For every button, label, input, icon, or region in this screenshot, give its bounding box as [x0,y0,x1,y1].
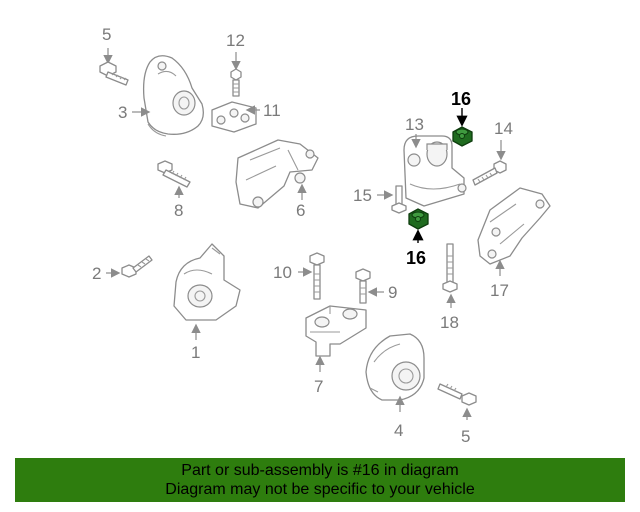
callout-14: 14 [494,119,513,138]
part-7-mount-block [305,305,367,357]
diagram-notice-banner: Part or sub-assembly is #16 in diagram D… [15,458,625,502]
part-1-engine-mount [173,243,241,321]
part-11-bracket [211,101,257,133]
callout-9: 9 [388,283,397,302]
part-4-round-mount [365,333,425,401]
part-5-bolt-top [99,48,129,86]
part-13-mount [403,135,467,207]
part-8-bolt [157,160,191,188]
callout-18: 18 [440,313,459,332]
callout-10: 10 [273,263,292,282]
part-14-bolt [472,160,507,186]
callout-13: 13 [405,115,424,134]
part-17-bracket [477,187,551,265]
callout-16-lower: 16 [406,248,426,268]
callout-3: 3 [118,103,127,122]
callout-7: 7 [314,377,323,396]
part-15-stud [391,185,407,214]
callout-15: 15 [353,186,372,205]
part-12-small-bolt [230,52,242,97]
callout-4: 4 [394,421,403,440]
exploded-parts-diagram: 5 3 12 11 8 6 [92,25,551,446]
callout-5-top: 5 [102,25,111,44]
notice-line-1: Part or sub-assembly is #16 in diagram [181,462,459,479]
callout-1: 1 [191,343,200,362]
callout-8: 8 [174,201,183,220]
part-10-long-bolt [309,252,325,300]
part-6-bracket [235,139,319,209]
callout-17: 17 [490,281,509,300]
callout-5-bottom: 5 [461,427,470,446]
part-5-bolt-bottom [437,383,477,406]
callout-12: 12 [226,31,245,50]
part-3-upper-mount [142,55,204,137]
part-18-long-bolt [442,243,458,293]
callout-2: 2 [92,264,101,283]
part-16-nut-upper [452,126,473,147]
part-9-bolt [355,268,371,304]
notice-line-2: Diagram may not be specific to your vehi… [165,481,475,498]
callout-6: 6 [296,201,305,220]
callout-16-upper: 16 [451,89,471,109]
callout-11: 11 [263,101,281,120]
part-16-nut-lower [408,208,429,230]
part-2-bolt [121,255,153,278]
